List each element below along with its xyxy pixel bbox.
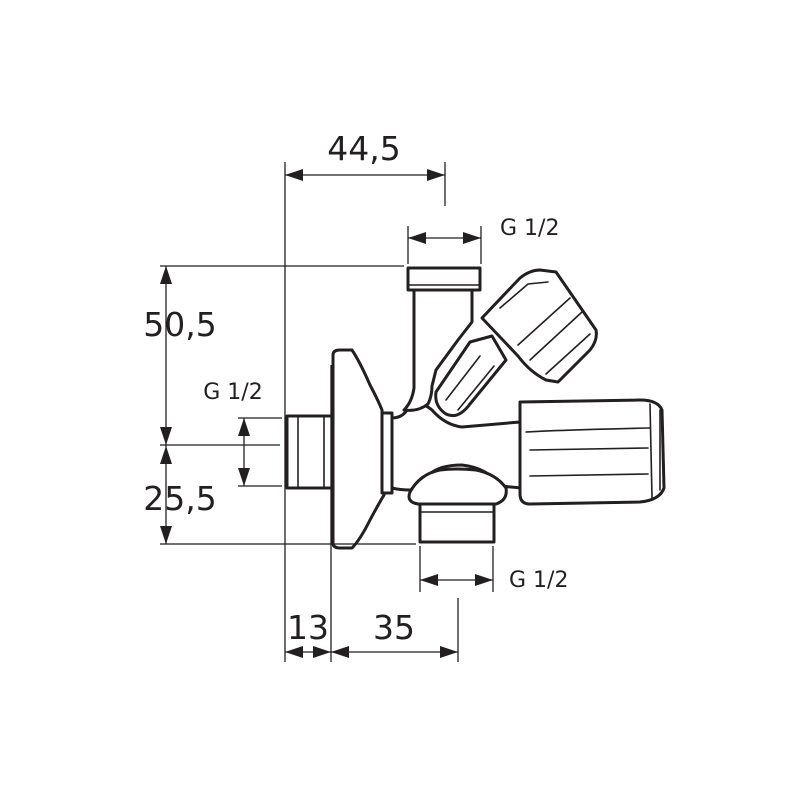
- label-bottom-offset: 35: [373, 608, 415, 647]
- dimension-44-5: [285, 169, 445, 181]
- label-inlet-thread: G 1/2: [203, 380, 262, 405]
- label-bottom-outlet-thread: G 1/2: [509, 568, 568, 593]
- label-top-outlet-thread: G 1/2: [500, 216, 559, 241]
- dimension-bottom-thread: [420, 574, 493, 586]
- dimension-13: [285, 646, 331, 658]
- dimension-35: [331, 646, 458, 658]
- label-inlet-length: 13: [287, 608, 329, 647]
- dimension-inlet-thread: [238, 418, 250, 486]
- horizontal-handle: [518, 398, 666, 506]
- label-height-upper: 50,5: [143, 305, 216, 344]
- dimension-50-5: [160, 266, 172, 445]
- dimension-top-thread: [408, 232, 481, 244]
- dimension-25-5: [160, 445, 172, 544]
- wall-rosette: [331, 348, 386, 550]
- bottom-outlet-nut: [418, 502, 496, 544]
- angled-handle: [480, 268, 598, 384]
- inlet-thread-stub: [285, 414, 337, 490]
- top-outlet-nut: [406, 266, 482, 292]
- label-top-width: 44,5: [327, 129, 400, 168]
- collar-ring: [380, 411, 394, 495]
- bottom-outlet-branch: [407, 467, 508, 506]
- top-riser: [402, 288, 474, 412]
- extension-lines: [160, 162, 494, 662]
- label-height-lower: 25,5: [143, 479, 216, 518]
- valve-body: [285, 266, 666, 550]
- diagonal-branch: [434, 334, 508, 418]
